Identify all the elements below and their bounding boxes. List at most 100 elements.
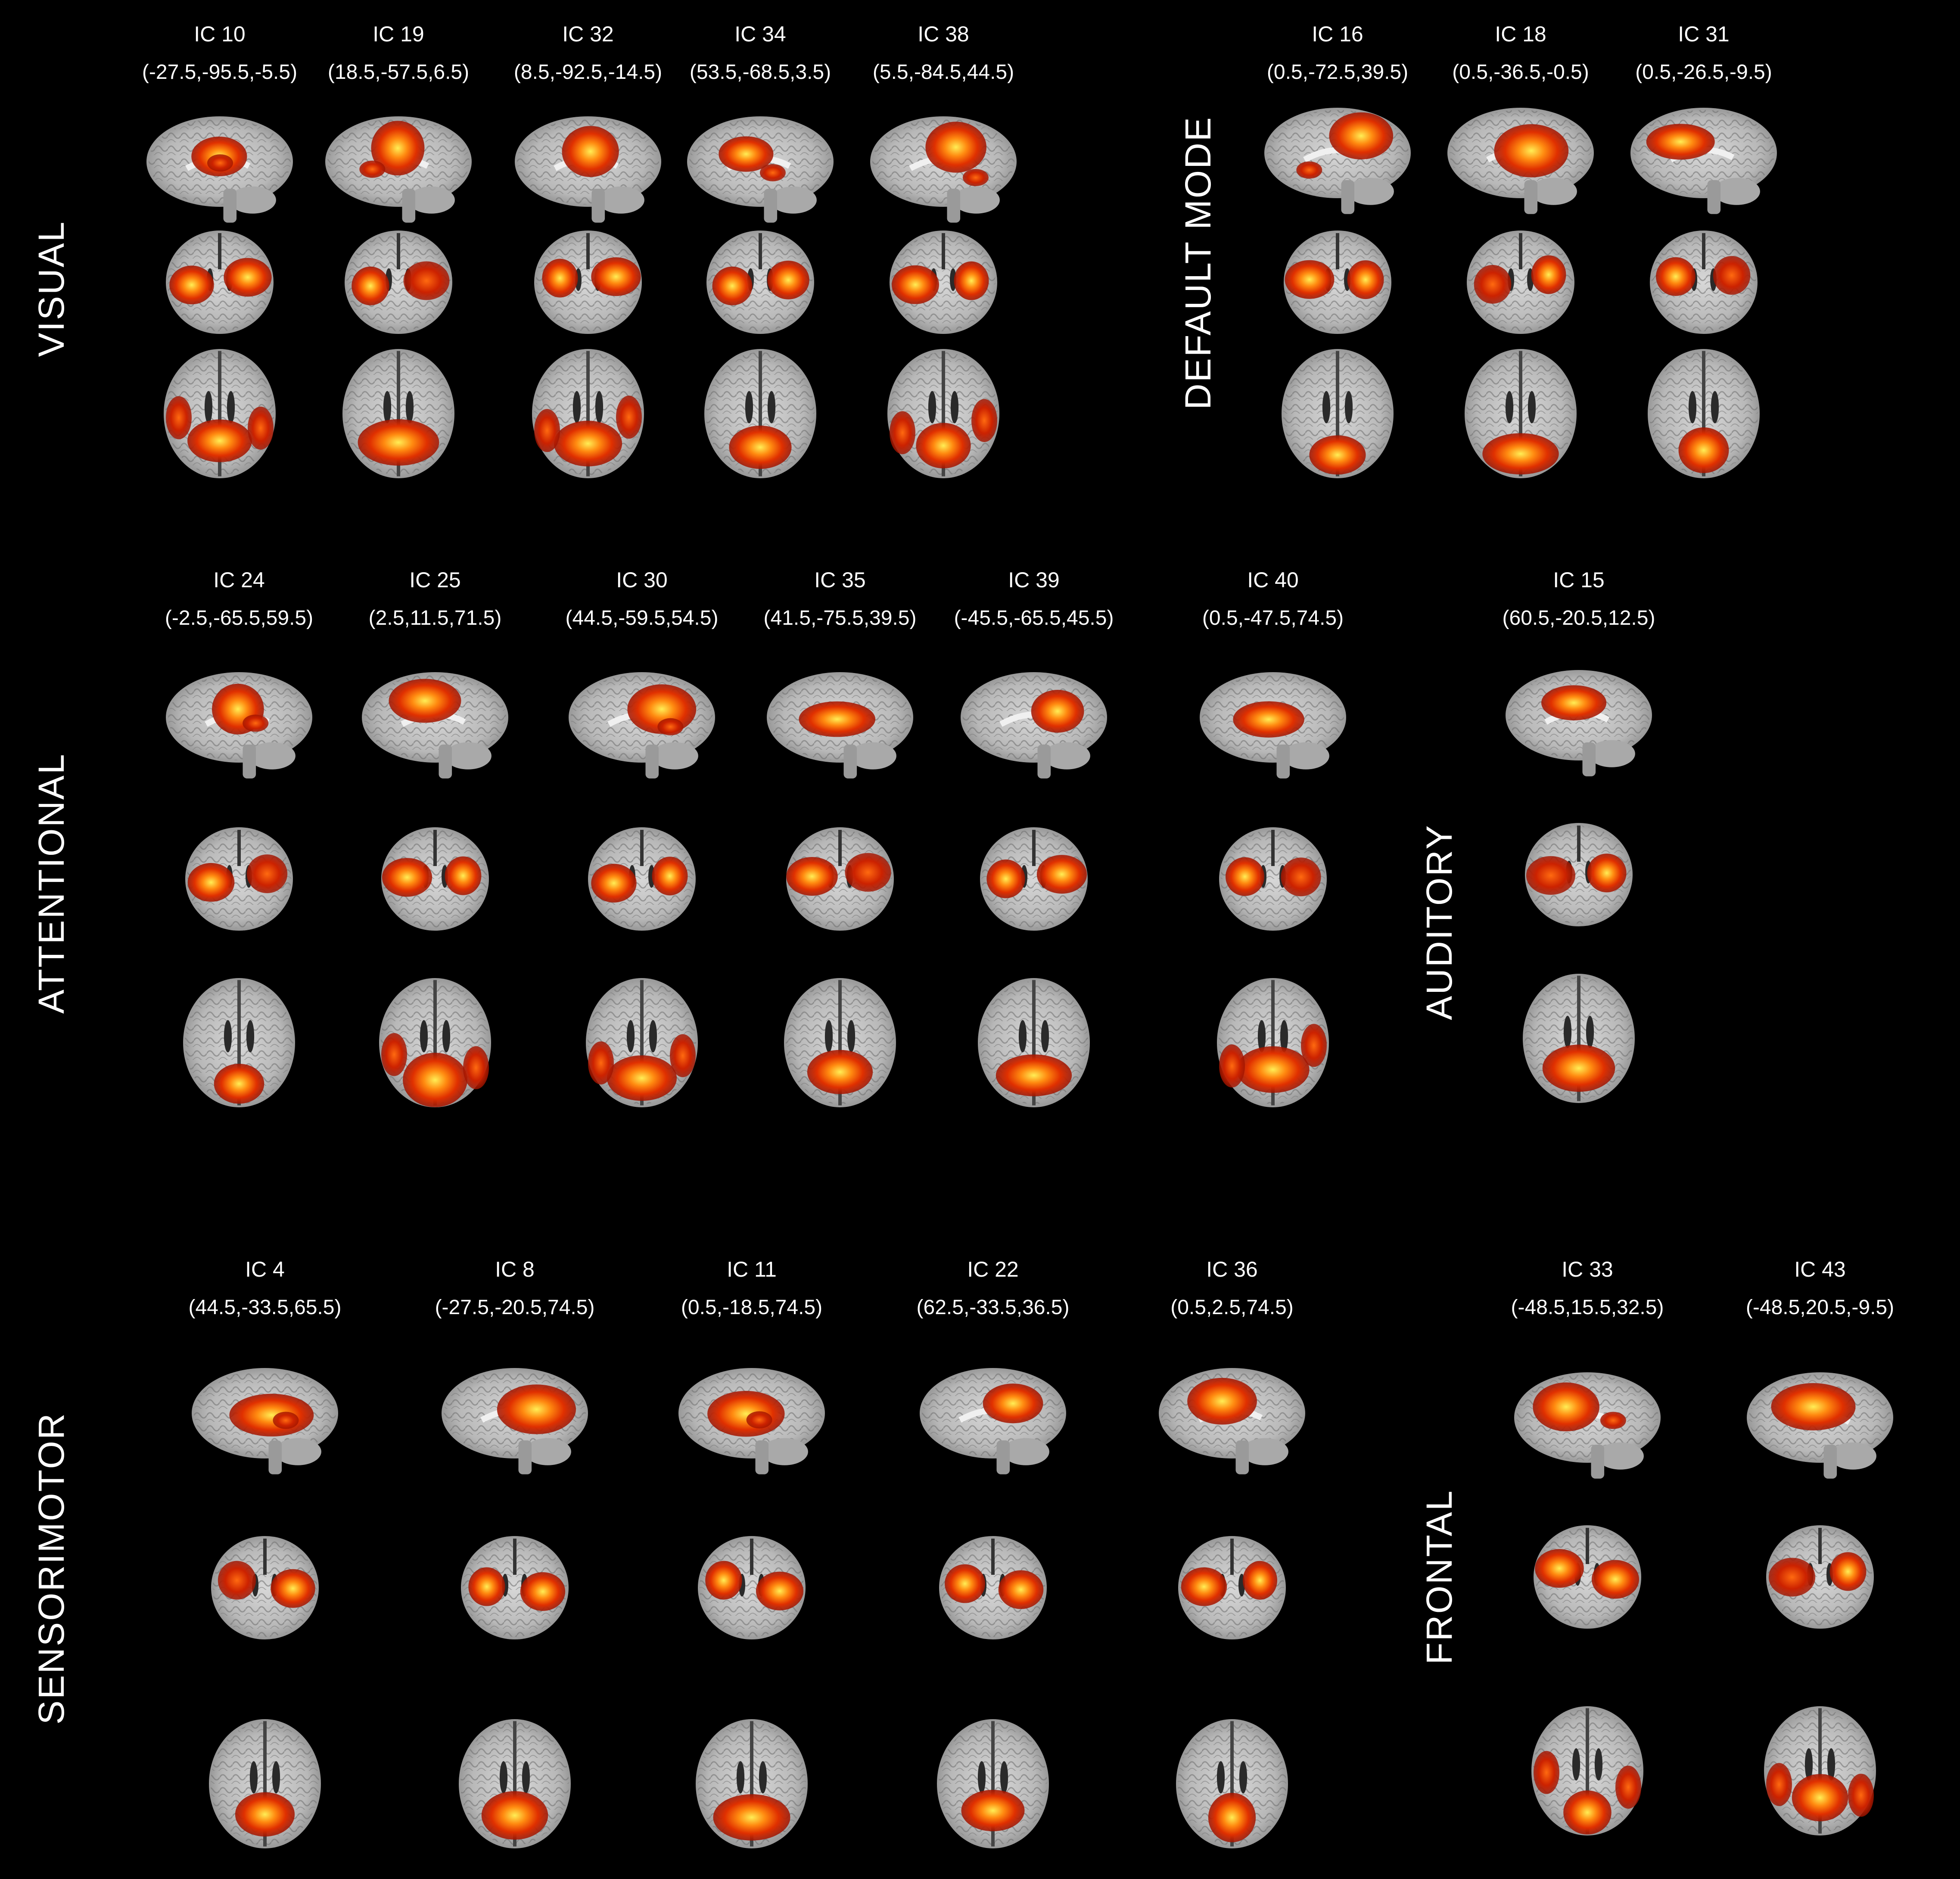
component-name: IC 11 xyxy=(727,1257,777,1281)
component-name: IC 36 xyxy=(1206,1257,1258,1281)
component-coords: (41.5,-75.5,39.5) xyxy=(764,607,917,629)
activation-blob xyxy=(607,1055,677,1101)
activation-blob xyxy=(562,126,619,177)
activation-blob xyxy=(971,399,997,442)
activation-blob xyxy=(497,1384,576,1434)
component-panel: IC 38(5.5,-84.5,44.5) xyxy=(870,22,1017,478)
activation-blob xyxy=(218,1561,256,1600)
activation-blob xyxy=(1768,1558,1816,1597)
component-panel: IC 39(-45.5,-65.5,45.5) xyxy=(954,568,1114,1107)
activation-blob xyxy=(845,853,891,892)
component-coords: (0.5,-18.5,74.5) xyxy=(681,1296,822,1319)
network-label-attentional: ATTENTIONAL xyxy=(31,753,72,1014)
component-name: IC 40 xyxy=(1247,568,1299,592)
network-label-default-mode: DEFAULT MODE xyxy=(1178,116,1218,410)
component-panel: IC 25 (2.5,11.5,71.5) xyxy=(362,568,508,1107)
activation-blob xyxy=(243,714,269,732)
activation-blob xyxy=(403,1053,467,1107)
activation-blob xyxy=(1482,433,1559,475)
activation-blob xyxy=(954,261,989,300)
activation-blob xyxy=(1587,854,1627,893)
component-panel: IC 30(44.5,-59.5,54.5) xyxy=(566,568,718,1107)
activation-blob xyxy=(767,260,809,299)
component-name: IC 22 xyxy=(967,1257,1019,1281)
activation-blob xyxy=(207,154,233,172)
activation-blob xyxy=(1233,701,1304,738)
activation-blob xyxy=(371,121,425,176)
activation-blob xyxy=(786,857,838,896)
activation-blob xyxy=(1615,1765,1641,1809)
activation-blob xyxy=(1531,255,1566,294)
component-panel: IC 35(41.5,-75.5,39.5) xyxy=(764,568,917,1107)
activation-blob xyxy=(799,701,876,737)
component-panel: IC 4(44.5,-33.5,65.5) xyxy=(189,1257,341,1848)
component-name: IC 31 xyxy=(1678,22,1730,46)
activation-blob xyxy=(166,396,192,439)
component-panel: IC 11 (0.5,-18.5,74.5) xyxy=(678,1257,825,1848)
activation-blob xyxy=(1713,256,1751,295)
activation-blob xyxy=(1242,1561,1278,1600)
component-name: IC 25 xyxy=(409,568,461,592)
activation-blob xyxy=(1678,427,1729,474)
activation-blob xyxy=(616,396,642,439)
component-panel: IC 10(-27.5,-95.5,-5.5) xyxy=(142,22,297,478)
activation-blob xyxy=(588,1041,614,1084)
activation-blob xyxy=(1771,1383,1856,1430)
component-coords: (2.5,11.5,71.5) xyxy=(369,607,502,629)
activation-blob xyxy=(214,1063,264,1104)
activation-blob xyxy=(520,1572,566,1611)
activation-blob xyxy=(1219,1044,1245,1088)
component-name: IC 15 xyxy=(1553,568,1605,592)
activation-blob xyxy=(729,425,792,469)
component-panel: IC 18(0.5,-36.5,-0.5) xyxy=(1447,22,1594,478)
component-panel: IC 19(18.5,-57.5,6.5) xyxy=(325,22,472,478)
component-coords: (-27.5,-20.5,74.5) xyxy=(435,1296,595,1319)
activation-blob xyxy=(1563,1790,1612,1835)
component-panel: IC 34(53.5,-68.5,3.5) xyxy=(687,22,834,478)
activation-blob xyxy=(468,1567,505,1606)
activation-blob xyxy=(273,1412,299,1429)
component-panel: IC 22 (62.5,-33.5,36.5) xyxy=(917,1257,1070,1848)
activation-blob xyxy=(961,1789,1025,1832)
component-coords: (62.5,-33.5,36.5) xyxy=(917,1296,1070,1319)
activation-blob xyxy=(169,265,214,305)
component-name: IC 19 xyxy=(373,22,424,46)
activation-blob xyxy=(591,257,641,296)
activation-blob xyxy=(1848,1773,1874,1817)
activation-blob xyxy=(1225,857,1265,896)
activation-blob xyxy=(652,857,688,896)
activation-blob xyxy=(591,863,637,903)
activation-blob xyxy=(1281,857,1321,897)
activation-blob xyxy=(1542,1044,1615,1092)
activation-blob xyxy=(1329,112,1394,159)
activation-blob xyxy=(534,409,560,452)
activation-blob xyxy=(890,411,915,455)
component-coords: (-45.5,-65.5,45.5) xyxy=(954,607,1114,629)
activation-blob xyxy=(1208,1792,1256,1842)
activation-blob xyxy=(719,136,774,172)
network-label-frontal: FRONTAL xyxy=(1419,1489,1459,1665)
activation-blob xyxy=(746,1411,772,1429)
component-name: IC 30 xyxy=(616,568,668,592)
activation-blob xyxy=(1031,689,1084,733)
component-coords: (53.5,-68.5,3.5) xyxy=(690,61,831,84)
activation-blob xyxy=(359,160,386,178)
activation-blob xyxy=(996,1054,1072,1097)
component-panels: IC 10(-27.5,-95.5,-5.5)IC 19(18.5,-57.5,… xyxy=(142,22,1894,1848)
activation-blob xyxy=(1600,1412,1626,1429)
activation-blob xyxy=(916,423,971,469)
component-name: IC 16 xyxy=(1312,22,1363,46)
activation-blob xyxy=(707,1391,785,1437)
activation-blob xyxy=(229,1393,314,1437)
activation-blob xyxy=(187,863,235,902)
activation-blob xyxy=(1187,1377,1257,1425)
activation-blob xyxy=(925,122,986,173)
component-name: IC 4 xyxy=(245,1257,285,1281)
activation-blob xyxy=(554,421,622,467)
component-coords: (-2.5,-65.5,59.5) xyxy=(165,607,313,629)
component-name: IC 10 xyxy=(194,22,246,46)
activation-blob xyxy=(1285,260,1335,299)
component-panel: IC 32(8.5,-92.5,-14.5) xyxy=(514,22,662,478)
component-name: IC 33 xyxy=(1562,1257,1613,1281)
activation-blob xyxy=(986,859,1025,898)
